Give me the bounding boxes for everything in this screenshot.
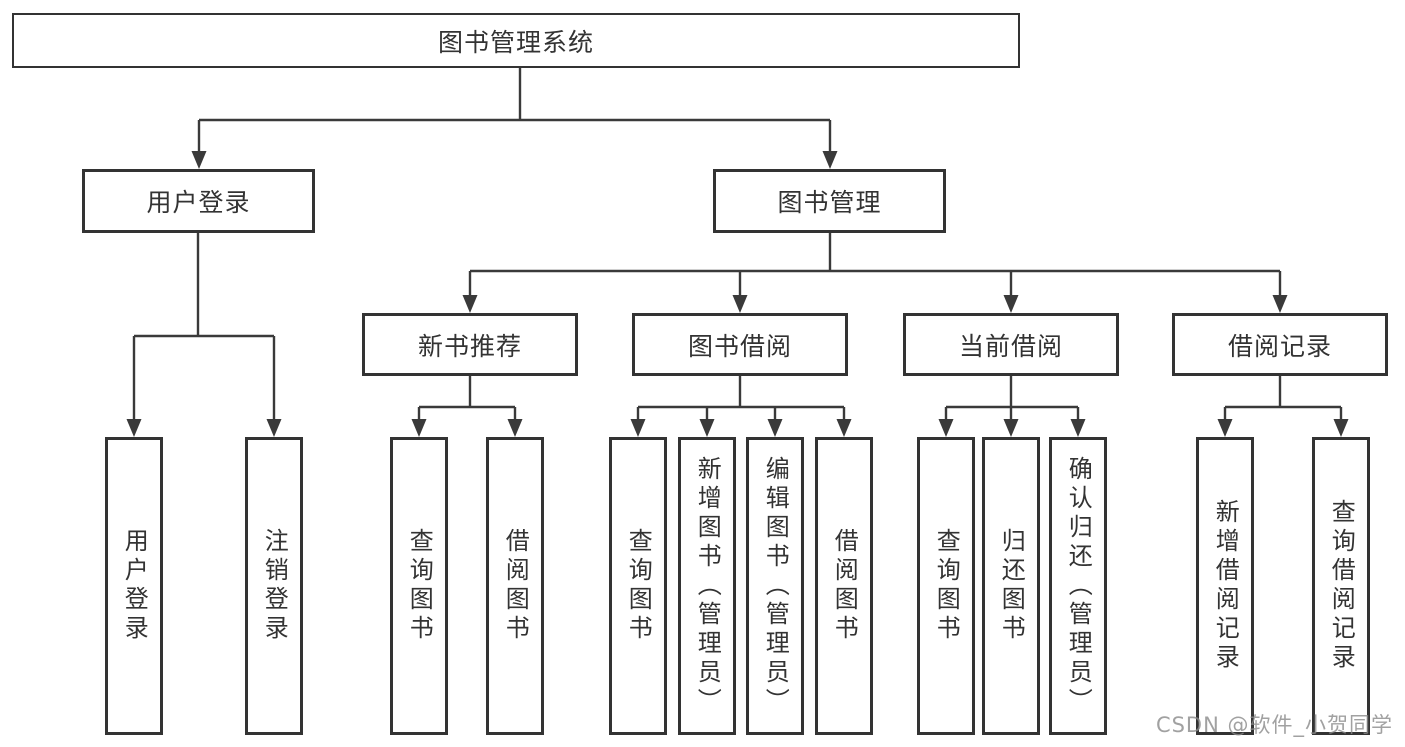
leaf-label: 编辑图书（管理员） bbox=[761, 455, 790, 717]
node-user-login: 用户登录 bbox=[82, 169, 315, 233]
node-label: 当前借阅 bbox=[958, 331, 1063, 361]
leaf-label: 借阅图书 bbox=[501, 528, 530, 644]
node-label: 图书借阅 bbox=[687, 331, 792, 361]
csdn-watermark: CSDN @软件_小贺同学 bbox=[1155, 713, 1393, 737]
node-label: 图书管理系统 bbox=[437, 27, 594, 57]
leaf-label: 查询图书 bbox=[405, 528, 434, 644]
leaf-query-books-borrow: 查询图书 bbox=[609, 437, 667, 735]
leaf-add-borrow-record: 新增借阅记录 bbox=[1196, 437, 1254, 735]
leaf-label: 新增借阅记录 bbox=[1211, 499, 1240, 673]
leaf-query-books-current: 查询图书 bbox=[917, 437, 975, 735]
node-label: 借阅记录 bbox=[1227, 331, 1332, 361]
node-borrow-record: 借阅记录 bbox=[1172, 313, 1388, 376]
leaf-confirm-return-admin: 确认归还（管理员） bbox=[1049, 437, 1107, 735]
node-current-borrow: 当前借阅 bbox=[903, 313, 1119, 376]
leaf-label: 确认归还（管理员） bbox=[1064, 455, 1093, 717]
leaf-user-login: 用户登录 bbox=[105, 437, 163, 735]
leaf-label: 查询图书 bbox=[624, 528, 653, 644]
leaf-label: 借阅图书 bbox=[830, 528, 859, 644]
node-new-book-recommend: 新书推荐 bbox=[362, 313, 578, 376]
node-book-borrow: 图书借阅 bbox=[632, 313, 848, 376]
leaf-borrow-books-recommend: 借阅图书 bbox=[486, 437, 544, 735]
leaf-query-borrow-record: 查询借阅记录 bbox=[1312, 437, 1370, 735]
leaf-label: 归还图书 bbox=[997, 528, 1026, 644]
node-library-management-system: 图书管理系统 bbox=[12, 13, 1020, 68]
leaf-return-books: 归还图书 bbox=[982, 437, 1040, 735]
leaf-edit-books-admin: 编辑图书（管理员） bbox=[746, 437, 804, 735]
leaf-query-books-recommend: 查询图书 bbox=[390, 437, 448, 735]
leaf-label: 查询图书 bbox=[932, 528, 961, 644]
leaf-logout-login: 注销登录 bbox=[245, 437, 303, 735]
leaf-label: 查询借阅记录 bbox=[1327, 499, 1356, 673]
leaf-borrow-books: 借阅图书 bbox=[815, 437, 873, 735]
node-label: 用户登录 bbox=[146, 188, 251, 217]
leaf-add-books-admin: 新增图书（管理员） bbox=[678, 437, 736, 735]
leaf-label: 新增图书（管理员） bbox=[693, 455, 722, 717]
leaf-label: 注销登录 bbox=[260, 528, 289, 644]
leaf-label: 用户登录 bbox=[120, 528, 149, 644]
node-book-management: 图书管理 bbox=[713, 169, 946, 233]
node-label: 图书管理 bbox=[777, 188, 882, 217]
node-label: 新书推荐 bbox=[417, 331, 522, 361]
